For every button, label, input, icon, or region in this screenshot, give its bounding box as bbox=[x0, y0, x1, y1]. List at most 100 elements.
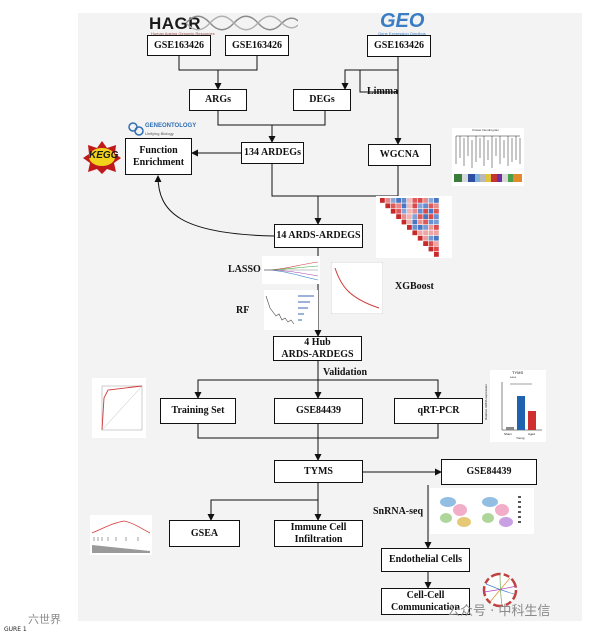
heatmap-cell bbox=[417, 230, 423, 236]
cc-line2: Communication bbox=[391, 601, 460, 613]
heatmap-cell bbox=[390, 203, 396, 209]
gene-ontology-icon bbox=[128, 122, 144, 136]
cell-cell-communication-box: Cell-Cell Communication bbox=[381, 588, 470, 615]
heatmap-cell bbox=[417, 219, 423, 225]
geo-logo: GEO bbox=[380, 10, 424, 33]
gene-ontology-subtitle: Unifying Biology bbox=[145, 131, 174, 136]
heatmap-cell bbox=[434, 235, 439, 241]
immune-line1: Immune Cell bbox=[290, 522, 347, 533]
dendrogram-graphic bbox=[454, 135, 522, 182]
roc-curve-thumbnail bbox=[92, 378, 146, 438]
heatmap-cell bbox=[434, 246, 439, 252]
heatmap-cell bbox=[385, 198, 391, 203]
gse163426-label-2: GSE163426 bbox=[231, 39, 282, 51]
function-enrichment-line2: Enrichment bbox=[132, 156, 185, 168]
heatmap-cell bbox=[423, 214, 428, 219]
pcr-group-young: Young bbox=[516, 436, 525, 440]
gsea-plot-thumbnail bbox=[90, 515, 152, 555]
endothelial-cells-box: Endothelial Cells bbox=[381, 548, 470, 572]
gse84439-snrna-box: GSE84439 bbox=[441, 459, 537, 485]
gse163426-label-3: GSE163426 bbox=[373, 40, 424, 52]
training-set-box: Training Set bbox=[160, 398, 236, 424]
heatmap-cell bbox=[417, 208, 423, 214]
correlation-heatmap-thumbnail bbox=[376, 196, 452, 258]
heatmap-cell bbox=[428, 203, 434, 209]
gse163426-box-1: GSE163426 bbox=[147, 35, 211, 56]
pcr-gene-title: TYMS bbox=[512, 370, 524, 375]
gse163426-label-1: GSE163426 bbox=[153, 39, 204, 51]
wgcna-box: WGCNA bbox=[368, 144, 431, 166]
heatmap-cell bbox=[407, 208, 412, 214]
heatmap-cell bbox=[396, 208, 401, 214]
heatmap-cell bbox=[407, 225, 412, 230]
heatmap-cell bbox=[401, 214, 407, 219]
hagr-logo-text: HAGR bbox=[149, 14, 202, 33]
gene-ontology-logo: GENEONTOLOGY bbox=[145, 123, 197, 129]
umap-thumbnail bbox=[430, 488, 534, 534]
heatmap-cell bbox=[417, 214, 423, 219]
heatmap-cell bbox=[401, 203, 407, 209]
hagr-subtitle: Human Ageing Genomic Resources bbox=[151, 31, 215, 36]
heatmap-cell bbox=[390, 208, 396, 214]
wgcna-label: WGCNA bbox=[379, 149, 420, 161]
dendrogram-title: Cluster Dendrogram bbox=[472, 128, 500, 132]
hub-line1: 4 Hub bbox=[304, 337, 331, 348]
heatmap-cell bbox=[412, 203, 418, 209]
limma-label: Limma bbox=[367, 86, 399, 97]
function-enrichment-box: Function Enrichment bbox=[125, 138, 192, 175]
chord-diagram-thumbnail bbox=[482, 572, 518, 608]
pcr-group-aged: Aged bbox=[528, 432, 536, 436]
xgboost-label: XGBoost bbox=[395, 281, 434, 292]
heatmap-cell bbox=[412, 214, 418, 219]
qrt-pcr-box: qRT-PCR bbox=[394, 398, 483, 424]
heatmap-cell bbox=[417, 198, 423, 203]
geo-logo-text: GEO bbox=[380, 10, 425, 32]
ards-ardegs-14-box: 14 ARDS-ARDEGS bbox=[274, 224, 363, 248]
heatmap-cell bbox=[434, 230, 439, 236]
heatmap-cell bbox=[417, 235, 423, 241]
heatmap-cell bbox=[401, 208, 407, 214]
heatmap-cell bbox=[434, 203, 439, 209]
heatmap-cell bbox=[434, 241, 439, 246]
gsea-label: GSEA bbox=[190, 527, 219, 539]
heatmap-cell bbox=[412, 198, 418, 203]
gse84439-validation-box: GSE84439 bbox=[274, 398, 363, 424]
heatmap-cell bbox=[423, 203, 428, 209]
heatmap-cell bbox=[396, 203, 401, 209]
kegg-logo-icon bbox=[83, 141, 121, 174]
heatmap-cell bbox=[423, 219, 428, 225]
cc-line1: Cell-Cell bbox=[406, 590, 445, 601]
qrt-pcr-label: qRT-PCR bbox=[417, 405, 460, 417]
snrna-seq-label: SnRNA-seq bbox=[373, 506, 424, 517]
gsea-box: GSEA bbox=[169, 520, 240, 547]
ards-ardegs-14-label: 14 ARDS-ARDEGS bbox=[276, 230, 361, 242]
kegg-logo: KEGG bbox=[89, 150, 119, 161]
heatmap-cell bbox=[428, 219, 434, 225]
geo-subtitle: Gene Expression Omnibus bbox=[378, 31, 426, 36]
heatmap-cell bbox=[434, 219, 439, 225]
heatmap-cell bbox=[407, 214, 412, 219]
heatmap-cell bbox=[434, 198, 439, 203]
heatmap-cell bbox=[380, 198, 385, 203]
pcr-significance: **** bbox=[510, 375, 517, 380]
gse84439-snrna-label: GSE84439 bbox=[466, 466, 512, 478]
heatmap-cell bbox=[407, 219, 412, 225]
tyms-label: TYMS bbox=[304, 465, 333, 477]
function-enrichment-line1: Function bbox=[139, 145, 178, 156]
xgboost-plot-thumbnail bbox=[331, 262, 383, 314]
endothelial-cells-label: Endothelial Cells bbox=[388, 554, 463, 566]
heatmap-cell bbox=[401, 219, 407, 225]
heatmap-cell bbox=[396, 214, 401, 219]
rf-label: RF bbox=[236, 305, 250, 316]
heatmap-cell bbox=[428, 208, 434, 214]
heatmap-cell bbox=[428, 241, 434, 246]
heatmap-cell bbox=[423, 225, 428, 230]
heatmap-cell bbox=[423, 208, 428, 214]
hub-ards-ardegs-box: 4 Hub ARDS-ARDEGS bbox=[273, 336, 362, 361]
heatmap-cell bbox=[428, 246, 434, 252]
degs-label: DEGs bbox=[309, 94, 335, 106]
heatmap-cell bbox=[385, 203, 391, 209]
heatmap-cell bbox=[428, 214, 434, 219]
